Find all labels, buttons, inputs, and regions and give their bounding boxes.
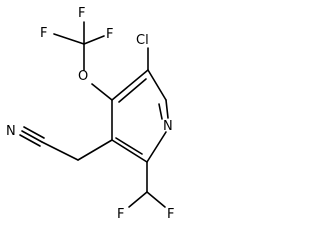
atom-label-f-bottom-left: F xyxy=(117,207,124,222)
pyridine-ring xyxy=(111,69,169,163)
atom-label-cl: Cl xyxy=(136,33,149,48)
bond-cn-triple-2 xyxy=(23,126,45,139)
structure-diagram: Cl N O F F F N F F xyxy=(6,6,174,222)
bond-c6-n-inner xyxy=(158,103,163,120)
bond-cf3-f-left xyxy=(53,33,85,45)
bond-c4-o xyxy=(91,83,113,101)
bond-cn-triple-1 xyxy=(21,130,43,143)
bond-c2-c3-inner xyxy=(115,137,143,155)
bond-c5-c6 xyxy=(147,69,167,101)
bond-c4-c5 xyxy=(111,69,149,101)
atom-label-f-top-right: F xyxy=(106,27,113,42)
atom-label-f-top-mid: F xyxy=(78,6,85,21)
atom-label-f-top-left: F xyxy=(40,26,47,41)
bond-n-c2 xyxy=(146,131,167,163)
atom-label-n-ring: N xyxy=(163,119,173,134)
bond-c3-ch2 xyxy=(77,139,113,161)
bond-chf2-f-left xyxy=(128,191,148,208)
bond-chf2-f-right xyxy=(146,191,166,208)
bond-cn-triple-3 xyxy=(19,134,41,147)
atom-label-o: O xyxy=(78,69,88,84)
bond-c2-c3 xyxy=(111,139,148,163)
atom-label-n-nitrile: N xyxy=(6,124,16,139)
bond-c4-c5-inner xyxy=(118,78,147,103)
bond-c6-n xyxy=(165,99,169,119)
atom-label-f-bottom-right: F xyxy=(167,207,174,222)
bond-ch2-cn xyxy=(41,141,79,161)
bond-cf3-f-right xyxy=(83,35,105,45)
